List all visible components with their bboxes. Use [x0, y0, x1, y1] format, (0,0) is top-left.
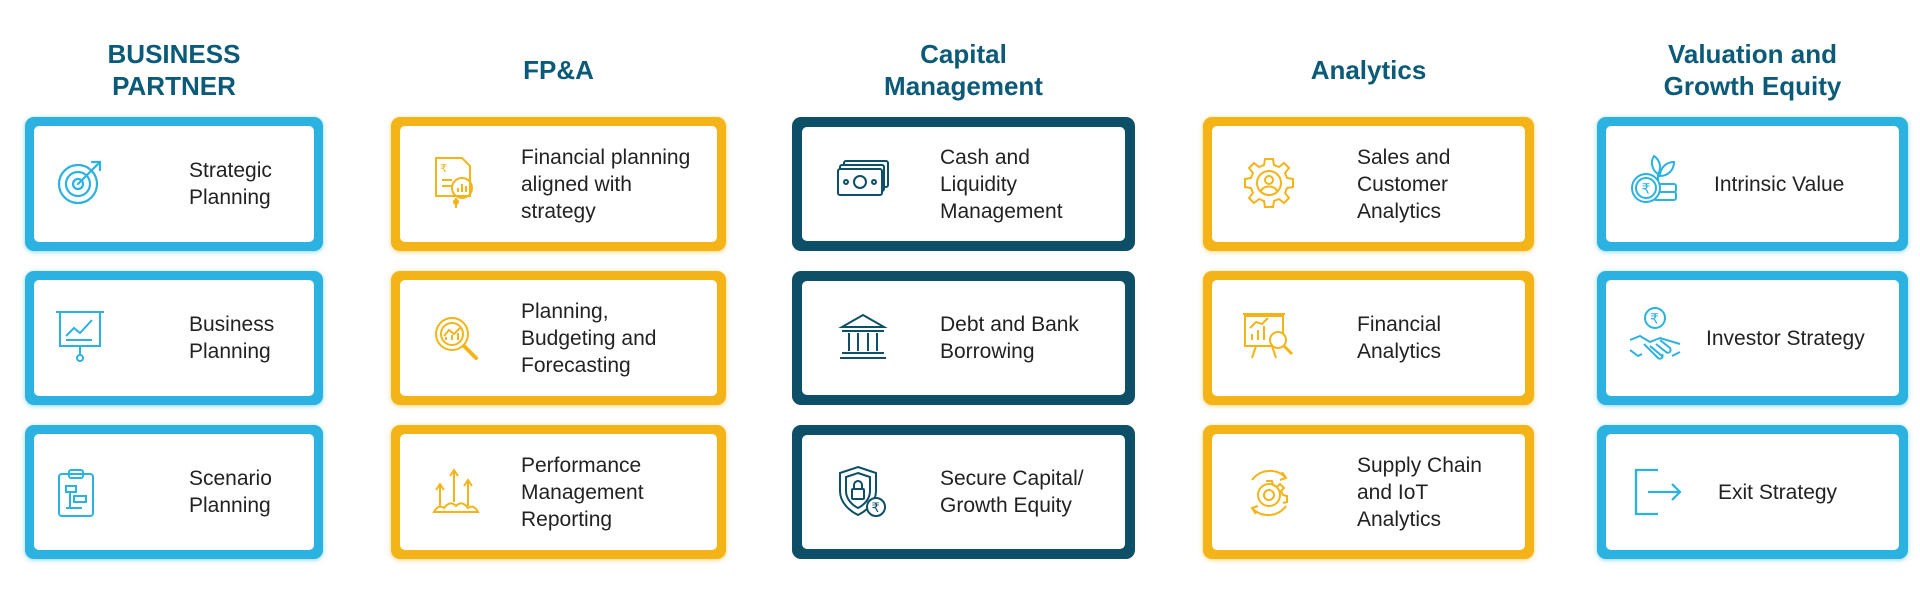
card-performance-management[interactable]: Performance Management Reporting — [391, 425, 726, 559]
column-title: BUSINESS PARTNER — [107, 39, 241, 101]
card-label: Exit Strategy — [1718, 480, 1838, 504]
gear-user-icon — [1242, 156, 1296, 210]
growth-arrows-icon — [432, 464, 480, 516]
bank-icon — [838, 313, 888, 361]
financial-report-icon: ₹ — [432, 156, 478, 210]
presentation-board-icon — [54, 308, 106, 364]
exit-door-icon — [1632, 466, 1684, 518]
shield-lock-icon: ₹ — [836, 465, 888, 519]
card-business-planning[interactable]: Business Planning — [25, 271, 323, 405]
target-icon — [56, 156, 104, 206]
card-label: Secure Capital/ Growth Equity — [940, 467, 1084, 517]
card-sales-customer[interactable]: Sales and Customer Analytics — [1203, 117, 1534, 251]
column-title: FP&A — [523, 55, 594, 85]
card-debt-bank[interactable]: Debt and Bank Borrowing — [792, 271, 1135, 405]
card-label: Scenario Planning — [189, 467, 272, 517]
card-label: Financial Analytics — [1357, 313, 1442, 363]
card-label: Financial planning aligned with strategy — [521, 145, 691, 223]
card-label: Sales and Customer Analytics — [1357, 145, 1451, 223]
card-secure-capital[interactable]: ₹ Secure Capital/ Growth Equity — [792, 425, 1135, 559]
svg-text:₹: ₹ — [872, 501, 880, 516]
card-strategic-planning[interactable]: Strategic Planning — [25, 117, 323, 251]
card-label: Supply Chain and IoT Analytics — [1357, 453, 1482, 531]
column-title: Capital Management — [884, 39, 1043, 101]
card-planning-budgeting[interactable]: Planning, Budgeting and Forecasting — [391, 271, 726, 405]
card-label: Business Planning — [189, 313, 275, 363]
chart-board-icon — [1242, 310, 1296, 362]
cash-notes-icon — [836, 159, 890, 199]
card-label: Cash and Liquidity Management — [940, 145, 1063, 223]
svg-text:₹: ₹ — [440, 162, 447, 175]
card-label: Planning, Budgeting and Forecasting — [521, 299, 657, 377]
coin-plant-icon: ₹ — [1628, 150, 1680, 204]
card-exit-strategy[interactable]: Exit Strategy — [1597, 425, 1908, 559]
card-financial-planning[interactable]: ₹ Financial planning aligned with strate… — [391, 117, 726, 251]
gear-cycle-icon — [1242, 466, 1296, 520]
column-title: Analytics — [1310, 55, 1427, 85]
svg-text:₹: ₹ — [1642, 182, 1651, 198]
card-cash-liquidity[interactable]: Cash and Liquidity Management — [792, 117, 1135, 251]
card-financial-analytics[interactable]: Financial Analytics — [1203, 271, 1534, 405]
analysis-magnifier-icon — [432, 314, 480, 364]
card-intrinsic-value[interactable]: ₹ Intrinsic Value — [1597, 117, 1908, 251]
clipboard-icon — [56, 468, 96, 518]
handshake-coin-icon: ₹ — [1628, 306, 1682, 366]
card-label: Intrinsic Value — [1714, 172, 1845, 196]
svg-text:₹: ₹ — [1650, 312, 1659, 328]
card-investor-strategy[interactable]: ₹ Investor Strategy — [1597, 271, 1908, 405]
card-supply-chain[interactable]: Supply Chain and IoT Analytics — [1203, 425, 1534, 559]
card-label: Debt and Bank Borrowing — [940, 313, 1079, 363]
column-title: Valuation and Growth Equity — [1663, 39, 1842, 101]
card-label: Strategic Planning — [189, 159, 272, 209]
card-label: Investor Strategy — [1706, 326, 1865, 350]
card-scenario-planning[interactable]: Scenario Planning — [25, 425, 323, 559]
card-label: Performance Management Reporting — [521, 453, 644, 531]
